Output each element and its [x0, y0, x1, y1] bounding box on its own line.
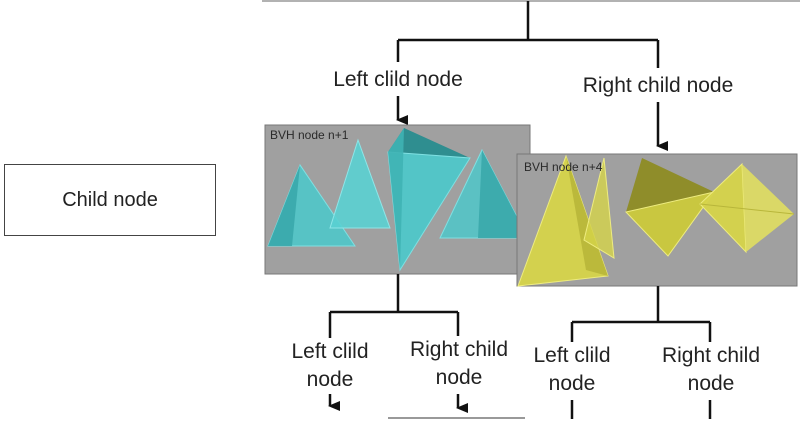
bottom-left-right-label-line2: node [435, 366, 483, 389]
bottom-right-left-label-line1: Left clild [533, 344, 611, 367]
bvh-node-right [516, 153, 798, 287]
bvh-node-right-label: BVH node n+4 [524, 160, 603, 174]
bottom-left-right-label-line1: Right child [409, 338, 509, 361]
bvh-node-left-label: BVH node n+1 [270, 128, 349, 142]
child-node-legend: Child node [4, 164, 216, 236]
bottom-left-left-label-line1: Left clild [291, 340, 369, 363]
bottom-left-left-label-line2: node [306, 368, 354, 391]
bottom-right-right-label-line2: node [687, 372, 735, 395]
bottom-connector-left [328, 274, 525, 419]
bottom-connector-right [570, 286, 712, 419]
top-left-child-label: Left clild node [333, 68, 463, 91]
bottom-right-left-label-line2: node [548, 372, 596, 395]
top-right-child-label: Right child node [582, 74, 734, 97]
bvh-node-left [264, 124, 531, 275]
top-connector [262, 0, 800, 151]
bottom-right-right-label-line1: Right child [661, 344, 761, 367]
child-node-label: Child node [62, 188, 158, 211]
